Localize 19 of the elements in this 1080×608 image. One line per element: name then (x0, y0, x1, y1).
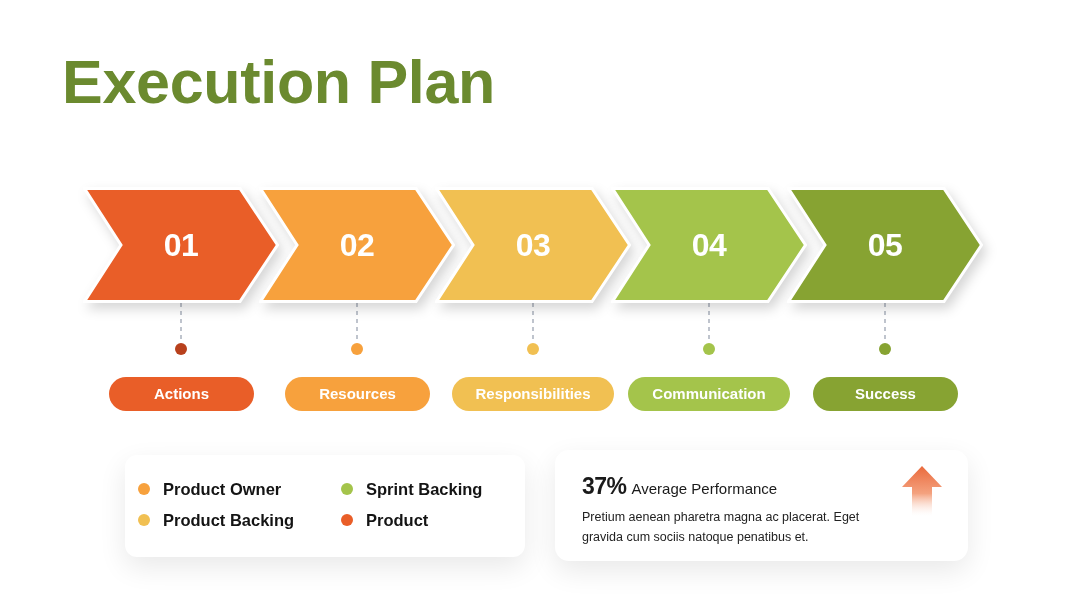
legend-text: Product Backing (163, 510, 295, 530)
step-number: 01 (163, 229, 199, 261)
step-label: Responsibilities (452, 377, 614, 411)
step-number: 02 (339, 229, 375, 261)
step-number: 03 (515, 229, 551, 261)
step-label: Resources (285, 377, 430, 411)
title: Execution Plan (62, 52, 496, 113)
legend-text: Product (366, 510, 429, 530)
stat-description: Pretium aenean pharetra magna ac placerat. Eget gravida cum sociis natoque penatibus et. (582, 509, 861, 546)
legend-text: Sprint Backing (366, 479, 483, 499)
step-number: 05 (867, 229, 903, 261)
step-label: Success (813, 377, 958, 411)
stat-label: Average Performance (631, 479, 778, 499)
stat-card (555, 450, 968, 561)
stat-value: 37% (582, 474, 627, 498)
step-number: 04 (691, 229, 727, 261)
step-label: Communication (628, 377, 790, 411)
legend-text: Product Owner (163, 479, 282, 499)
step-label: Actions (109, 377, 254, 411)
